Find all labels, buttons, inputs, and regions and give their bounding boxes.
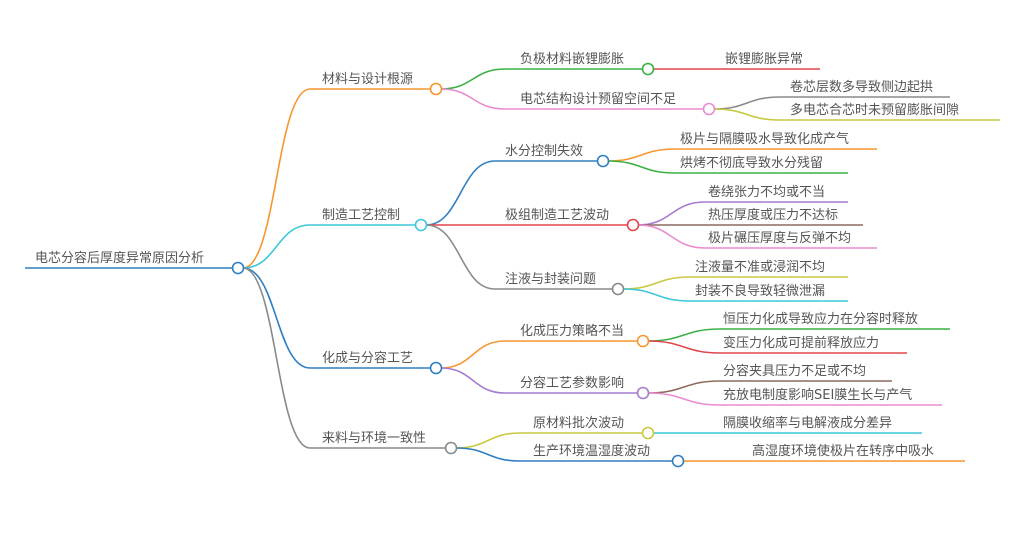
main-topic[interactable]: 化成与分容工艺: [322, 350, 413, 366]
collapse-toggle[interactable]: [596, 154, 610, 168]
collapse-toggle[interactable]: [429, 361, 443, 375]
subtopic[interactable]: 电芯结构设计预留空间不足: [520, 92, 676, 107]
leaf-link: [607, 148, 877, 162]
leaf-topic[interactable]: 卷芯层数多导致侧边起拱: [790, 79, 933, 95]
branch-link: [242, 267, 436, 369]
leaf-topic[interactable]: 充放电制度影响SEI膜生长与产气: [723, 387, 912, 403]
branch-link: [242, 88, 436, 269]
subtopic-link: [425, 160, 603, 226]
subtopic[interactable]: 极组制造工艺波动: [505, 208, 609, 223]
leaf-topic[interactable]: 极片与隔膜吸水导致化成产气: [680, 131, 849, 147]
leaf-topic[interactable]: 恒压力化成导致应力在分容时释放: [723, 311, 918, 327]
leaf-topic[interactable]: 封装不良导致轻微泄漏: [695, 283, 825, 299]
leaf-topic[interactable]: 极片碾压厚度与反弹不均: [708, 230, 851, 246]
subtopic-link: [440, 367, 643, 394]
leaf-link: [607, 160, 848, 174]
leaf-topic[interactable]: 注液量不准或浸润不均: [695, 260, 825, 275]
leaf-link: [647, 340, 907, 354]
subtopic[interactable]: 分容工艺参数影响: [520, 375, 624, 391]
branch-link: [242, 224, 421, 269]
links: [25, 68, 1000, 462]
leaf-link: [713, 108, 1000, 121]
subtopic[interactable]: 水分控制失效: [505, 144, 583, 159]
nodes: 电芯分容后厚度异常原因分析 材料与设计根源 负极材料嵌锂膨胀 嵌锂膨胀异常电芯结构设计…: [35, 52, 959, 468]
leaf-link: [622, 276, 848, 290]
leaf-topic[interactable]: 嵌锂膨胀异常: [725, 52, 803, 67]
leaf-topic[interactable]: 隔膜收缩率与电解液成分差异: [723, 415, 892, 431]
branch-link: [242, 267, 451, 449]
collapse-toggle[interactable]: [641, 62, 655, 76]
subtopic-link: [440, 68, 648, 90]
subtopic-link: [440, 88, 709, 110]
subtopic[interactable]: 原材料批次波动: [533, 415, 624, 431]
collapse-toggle[interactable]: [636, 334, 650, 348]
collapse-toggle[interactable]: [671, 454, 685, 468]
main-topic[interactable]: 材料与设计根源: [322, 72, 413, 87]
leaf-link: [622, 288, 848, 302]
collapse-toggle[interactable]: [429, 82, 443, 96]
leaf-topic[interactable]: 热压厚度或压力不达标: [708, 207, 838, 223]
leaf-topic[interactable]: 分容夹具压力不足或不均: [723, 363, 866, 379]
leaf-link: [637, 224, 877, 249]
subtopic[interactable]: 负极材料嵌锂膨胀: [520, 52, 624, 67]
leaf-link: [637, 201, 848, 226]
main-topic[interactable]: 来料与环境一致性: [322, 431, 426, 446]
subtopic-link: [455, 447, 678, 462]
main-topic[interactable]: 制造工艺控制: [322, 208, 400, 223]
leaf-topic[interactable]: 烘烤不彻底导致水分残留: [680, 155, 823, 171]
subtopic-link: [425, 224, 618, 290]
collapse-toggle[interactable]: [636, 386, 650, 400]
collapse-toggle[interactable]: [702, 102, 716, 116]
subtopic-link: [440, 340, 643, 369]
subtopic[interactable]: 注液与封装问题: [505, 272, 596, 287]
collapse-toggle[interactable]: [641, 426, 655, 440]
collapse-toggle[interactable]: [444, 441, 458, 455]
leaf-topic[interactable]: 高湿度环境使极片在转序中吸水: [752, 443, 934, 459]
collapse-toggle[interactable]: [414, 218, 428, 232]
leaf-link: [647, 380, 892, 394]
subtopic[interactable]: 生产环境温湿度波动: [533, 443, 650, 459]
leaf-topic[interactable]: 多电芯合芯时未预留膨胀间隙: [790, 102, 959, 118]
collapse-toggle[interactable]: [626, 218, 640, 232]
collapse-toggle[interactable]: [231, 261, 245, 275]
leaf-topic[interactable]: 卷绕张力不均或不当: [708, 184, 825, 200]
leaf-link: [647, 328, 950, 342]
leaf-topic[interactable]: 变压力化成可提前释放应力: [723, 335, 879, 351]
collapse-toggle[interactable]: [611, 282, 625, 296]
subtopic[interactable]: 化成压力策略不当: [520, 323, 624, 339]
root-topic[interactable]: 电芯分容后厚度异常原因分析: [35, 250, 204, 266]
leaf-link: [647, 392, 942, 406]
subtopic-link: [455, 432, 648, 449]
